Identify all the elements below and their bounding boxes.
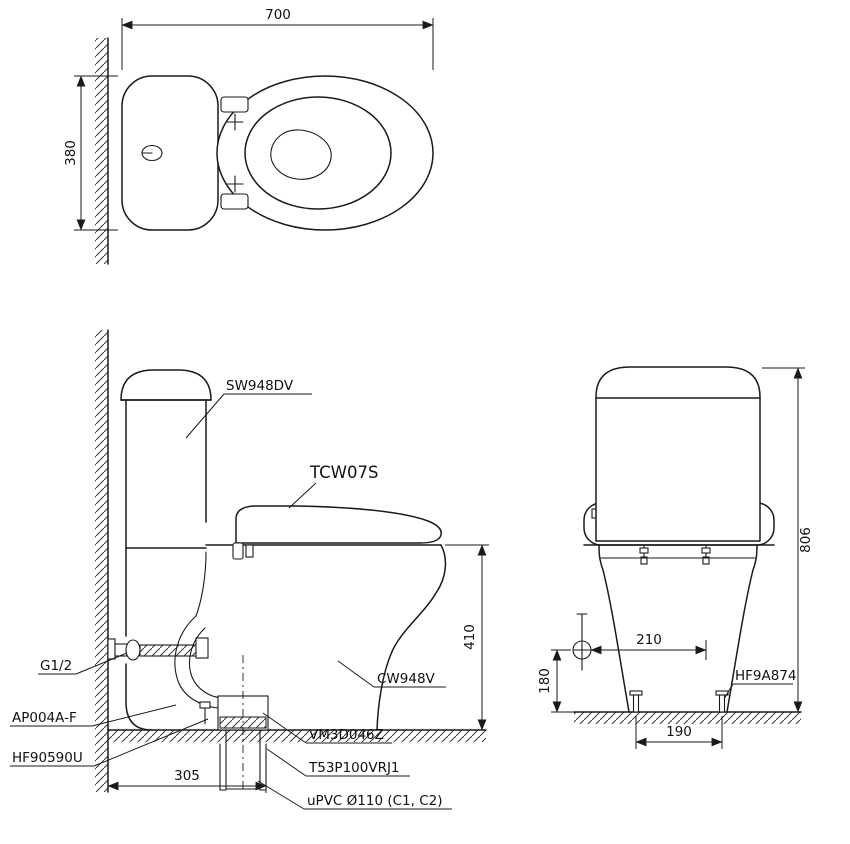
cistern-side [120,369,212,549]
bowl-inner-back [195,551,207,617]
hose-elbow [195,637,209,659]
front-view: 806 210 180 190 HF9A874 [537,366,814,749]
leader-line [262,712,307,744]
lid-plan-outline [216,75,434,231]
wall-plate [107,638,116,660]
leader-line [337,660,375,688]
fitting-cap [639,547,649,554]
bowl-side [125,544,447,731]
trapway-drain-side [174,615,269,792]
dim-806-label: 806 [798,527,814,553]
label-vm3d046z: VM3D046Z [262,712,392,744]
wall-hatch [95,330,108,792]
trap-inner [188,627,223,699]
dim-210: 210 [590,632,707,660]
leader-line [91,704,177,727]
dim-190-label: 190 [666,724,692,740]
hinge-bracket-bottom [220,193,249,210]
label-hf9a874: HF9A874 [723,668,797,700]
seal-part-label: HF90590U [12,750,83,766]
bolt-part-label: HF9A874 [735,668,797,684]
trap-outer [174,615,219,709]
lid-ellipse [216,75,434,231]
fitting-cap [701,547,711,554]
nozzle-fittings-front [639,544,711,565]
label-sw948dv: SW948DV [185,378,312,439]
dim-410-label: 410 [462,624,478,650]
label-hf90590u: HF90590U [10,718,209,767]
water-spot [270,129,332,180]
bowl-front-profile [376,544,447,731]
tank-front-outline [595,366,761,542]
plan-view: 700 380 [63,7,434,265]
dim-180: 180 [537,649,574,713]
bowl-front [598,544,758,713]
bowl-model-label: CW948V [377,671,436,687]
tank-lid [120,369,212,401]
washlet-side-tab [232,542,244,560]
label-g12: G1/2 [38,652,128,675]
dim-806: 806 [762,367,814,713]
fixing-part-label: AP004A-F [12,710,77,726]
dim-190: 190 [635,716,723,749]
dim-700: 700 [121,7,434,70]
flange-part-label: VM3D046Z [309,727,384,743]
label-t53p100vrj1: T53P100VRJ1 [266,748,410,777]
braided-hose [139,644,199,657]
label-tcw07s: TCW07S [288,463,378,509]
fixing-bolt [199,701,211,709]
pedestal-back-lower [125,663,153,731]
bowl-left-profile [598,544,630,713]
bolt-cap-left [629,690,643,696]
drain-spec-label: uPVC Ø110 (C1, C2) [307,793,442,809]
tank-plan [121,75,219,231]
seat-ring-ellipse [244,96,392,210]
bolt-stem-right [718,694,726,713]
fitting-nut [702,556,710,565]
leader-line [257,780,305,810]
tank-model-label: SW948DV [226,378,294,394]
leader-line [266,748,307,777]
floor-bolts-front [629,690,729,713]
bowl-right-profile [726,544,758,713]
floor-section-side [107,729,487,742]
dim-180-label: 180 [537,668,553,694]
joint-part-label: T53P100VRJ1 [308,760,400,776]
washlet-body [235,505,442,544]
washlet-model-label: TCW07S [309,463,378,482]
floor-section-front [573,711,802,724]
label-ap004af: AP004A-F [10,704,177,727]
dim-305-label: 305 [174,768,200,784]
floor-hatch [574,712,801,724]
leader-line [288,482,317,509]
cistern-plan-outline [121,75,219,231]
hinge-bracket-top [220,96,249,113]
label-cw948v: CW948V [337,660,446,688]
washlet-side [232,505,442,560]
dim-700-label: 700 [265,7,291,23]
wall-section-side [95,329,109,793]
supply-assembly-side [107,637,209,661]
dim-305: 305 [107,757,267,793]
supply-front [572,613,592,671]
cistern-front [583,366,775,546]
bolt-stem-left [632,694,640,713]
fitting-nut [640,556,648,565]
side-view: SW948DV TCW07S CW948V G1/2 AP004A-F HF90… [10,329,489,810]
leader-line [93,718,209,767]
leader-line [75,652,128,675]
dim-210-label: 210 [636,632,662,648]
dim-410: 410 [445,544,489,731]
wall-hatch [95,38,108,264]
floor-hatch [108,730,486,742]
dim-380: 380 [63,75,118,231]
washlet-fitting [245,544,254,558]
valve-handle [125,639,141,661]
supply-spec-label: G1/2 [40,658,72,674]
dim-380-label: 380 [63,140,79,166]
leader-line [723,683,734,700]
label-upvc: uPVC Ø110 (C1, C2) [257,780,452,810]
leader-line [185,393,225,439]
